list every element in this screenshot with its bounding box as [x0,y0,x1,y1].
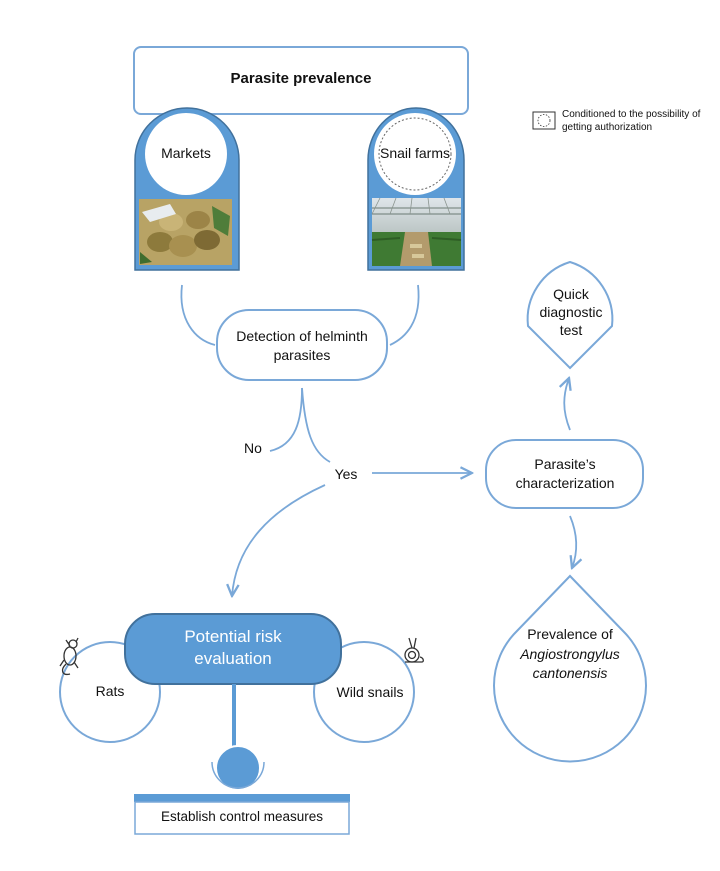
prevalence-species: Angiostrongylus cantonensis [520,646,620,681]
yes-label: Yes [334,466,358,482]
risk-label: Potential risk evaluation [184,627,282,668]
no-branch-line [269,387,303,452]
conditional-dashed-ring [378,117,452,191]
snail-icon [404,637,424,663]
title-label: Parasite prevalence [230,70,372,87]
legend-text: Conditioned to the possibility of gettin… [562,109,701,133]
snail-farm-greenhouse-photo [371,197,462,266]
wild-snails-label: Wild snails [336,684,404,700]
dashed-circle-icon [537,114,551,127]
detection-box [216,309,388,381]
snail-farms-label: Snail farms [379,145,451,161]
control-node [215,745,261,791]
detection-label: Detection of helminth parasites [236,328,368,363]
prevalence-prefix: Prevalence of [527,626,613,642]
quick-test-shape [526,260,614,370]
to-prevalence-arrow [569,515,576,568]
characterization-label: Parasite’s characterization [515,456,615,491]
characterization-box [485,439,644,509]
prevalence-shape [493,574,647,763]
control-box [134,801,350,835]
yes-branch-line [301,387,331,463]
snail-farms-circle [374,113,456,195]
markets-label: Markets [161,145,211,161]
markets-circle [145,113,227,195]
legend-box [532,111,556,130]
markets-connector [180,284,216,346]
rat-icon [59,637,79,676]
farms-connector [389,284,420,346]
control-label: Establish control measures [160,809,324,824]
quick-test-label: Quick diagnostic test [539,286,603,338]
control-node-ring [211,761,265,789]
control-bar [134,794,350,802]
yes-to-risk-arrow [232,484,326,596]
snails-in-market-photo [139,199,232,265]
rats-label: Rats [95,683,125,699]
no-label: No [244,440,262,456]
title-box [133,46,469,115]
to-quick-test-arrow [564,378,570,431]
